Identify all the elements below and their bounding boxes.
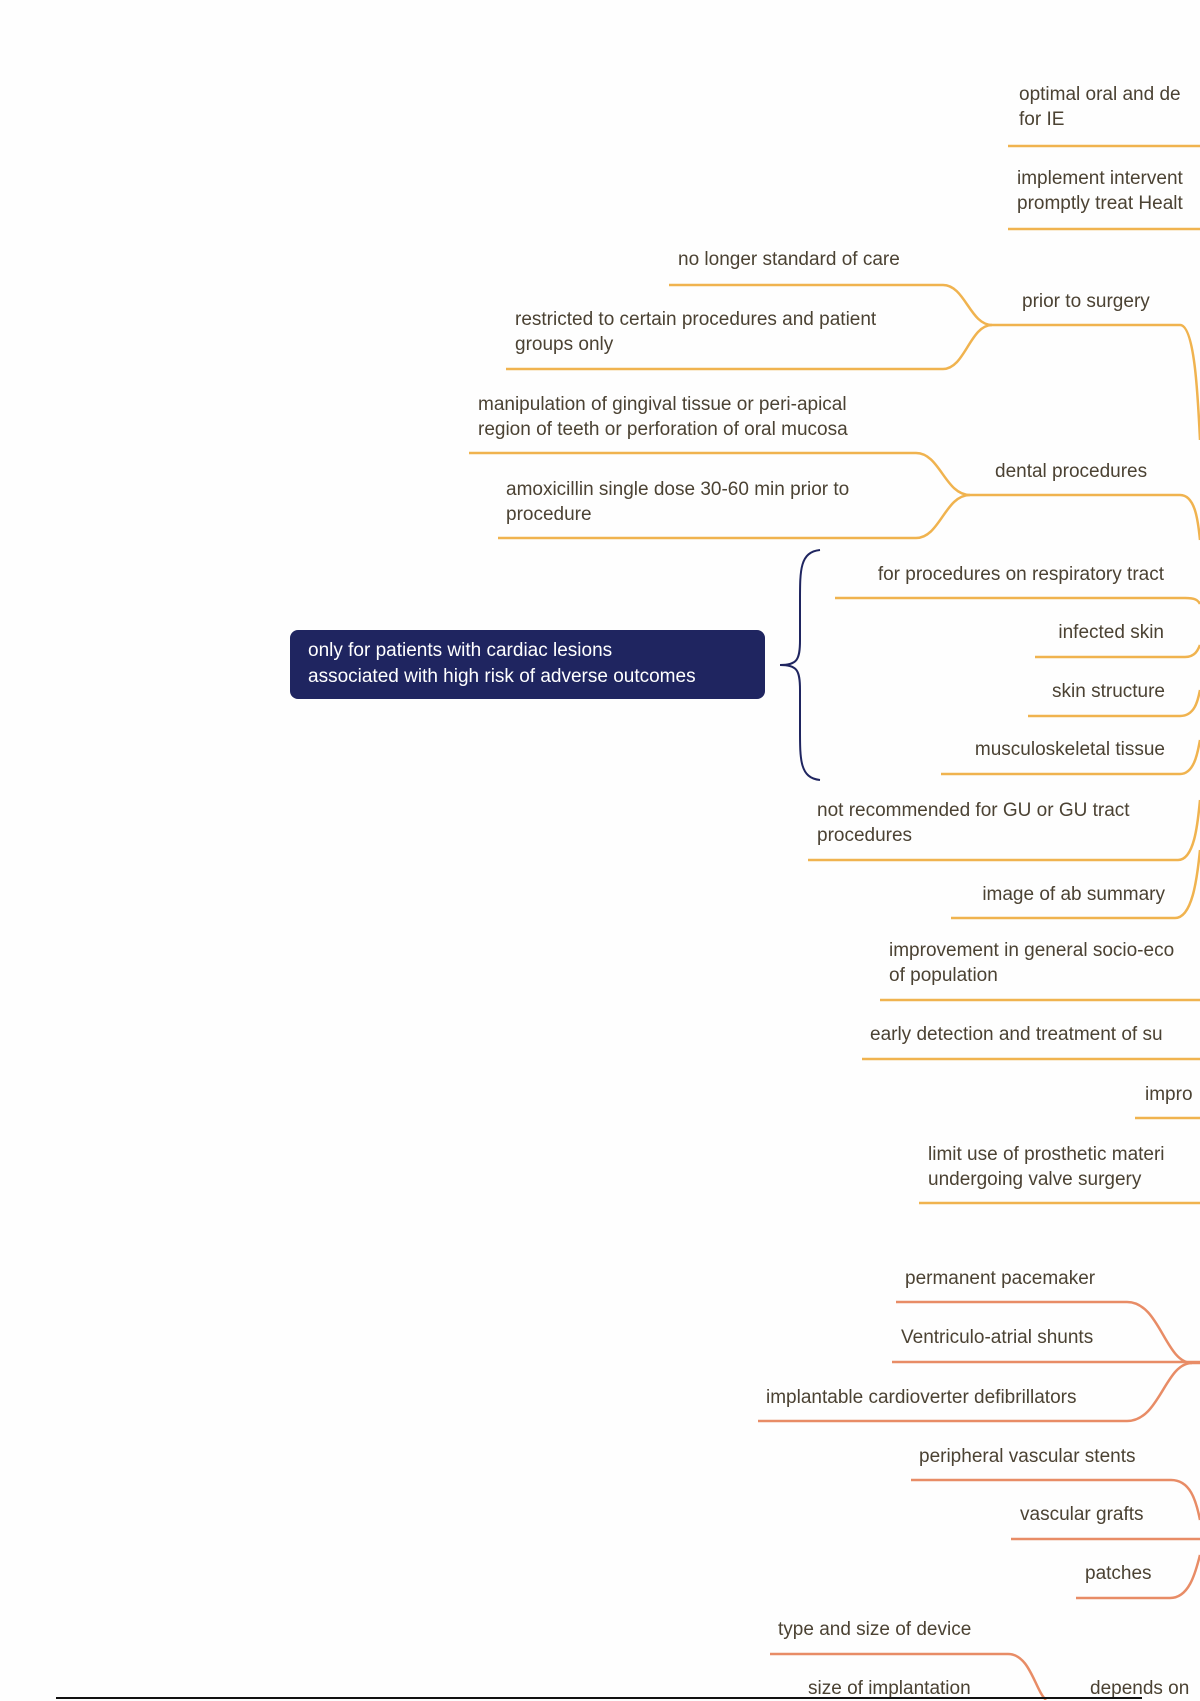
node-text: musculoskeletal tissue <box>974 739 1165 760</box>
node-text: impro <box>1145 1084 1193 1105</box>
connector <box>835 596 1200 605</box>
node-early-detection[interactable]: early detection and treatment of su <box>870 1022 1163 1047</box>
node-manipulation-gingival[interactable]: manipulation of gingival tissue or peri-… <box>478 392 848 442</box>
connector <box>498 493 971 540</box>
node-text: prior to surgery <box>1022 291 1150 312</box>
connector <box>758 1361 1193 1423</box>
node-restricted[interactable]: restricted to certain procedures and pat… <box>515 307 876 357</box>
node-text: early detection and treatment of su <box>870 1024 1163 1045</box>
node-text: vascular grafts <box>1020 1504 1144 1525</box>
node-type-size-device[interactable]: type and size of device <box>778 1617 971 1642</box>
node-text: for IE <box>1019 109 1065 130</box>
node-text: manipulation of gingival tissue or peri-… <box>478 394 847 415</box>
node-musculoskeletal[interactable]: musculoskeletal tissue <box>975 737 1165 762</box>
bottom-divider <box>56 1697 1142 1699</box>
node-ventriculo-atrial-shunts[interactable]: Ventriculo-atrial shunts <box>901 1325 1093 1350</box>
connector <box>1028 689 1200 718</box>
root-line: associated with high risk of adverse out… <box>308 666 696 687</box>
node-text: type and size of device <box>778 1619 972 1640</box>
node-amoxicillin[interactable]: amoxicillin single dose 30-60 min prior … <box>506 477 849 527</box>
node-text: peripheral vascular stents <box>919 1446 1136 1467</box>
node-text: promptly treat Healt <box>1017 193 1183 214</box>
root-node[interactable]: only for patients with cardiac lesions a… <box>290 630 765 699</box>
node-text: image of ab summary <box>982 884 1165 905</box>
node-size-implantation[interactable]: size of implantation <box>808 1676 971 1701</box>
root-line: only for patients with cardiac lesions <box>308 640 613 661</box>
node-text: procedures <box>817 825 913 846</box>
node-text: size of implantation <box>808 1678 971 1699</box>
node-text: infected skin <box>1058 622 1164 643</box>
node-implement-interventions[interactable]: implement intervent promptly treat Healt <box>1017 166 1183 216</box>
node-text: Ventriculo-atrial shunts <box>901 1327 1094 1348</box>
node-text: region of teeth or perforation of oral m… <box>478 419 848 440</box>
node-depends-on[interactable]: depends on <box>1090 1676 1189 1701</box>
node-text: dental procedures <box>995 461 1148 482</box>
connector <box>669 283 993 327</box>
node-peripheral-vascular-stents[interactable]: peripheral vascular stents <box>919 1444 1136 1469</box>
node-text: not recommended for GU or GU tract <box>817 800 1130 821</box>
node-text: optimal oral and de <box>1019 84 1181 105</box>
node-text: for procedures on respiratory tract <box>877 564 1164 585</box>
node-text: no longer standard of care <box>678 249 900 270</box>
node-text: permanent pacemaker <box>905 1268 1096 1289</box>
connector <box>951 849 1200 920</box>
node-text: groups only <box>515 334 614 355</box>
node-text: amoxicillin single dose 30-60 min prior … <box>506 479 850 500</box>
node-not-recommended-gu[interactable]: not recommended for GU or GU tract proced… <box>817 798 1130 848</box>
connector <box>970 493 1200 541</box>
node-text: limit use of prosthetic materi <box>928 1144 1165 1165</box>
node-text: depends on <box>1090 1678 1190 1699</box>
node-prior-to-surgery[interactable]: prior to surgery <box>1022 289 1150 314</box>
connector <box>992 323 1200 441</box>
connector <box>469 451 971 497</box>
node-text: procedure <box>506 504 592 525</box>
connector <box>808 799 1200 862</box>
node-infected-skin[interactable]: infected skin <box>1058 620 1164 645</box>
node-text: implantable cardioverter defibrillators <box>766 1387 1077 1408</box>
node-limit-prosthetic[interactable]: limit use of prosthetic materi undergoing… <box>928 1142 1165 1192</box>
node-no-longer-standard[interactable]: no longer standard of care <box>678 247 900 272</box>
node-text: skin structure <box>1052 681 1165 702</box>
node-patches[interactable]: patches <box>1085 1561 1152 1586</box>
node-text: of population <box>889 965 998 986</box>
node-respiratory-tract[interactable]: for procedures on respiratory tract <box>878 562 1164 587</box>
node-dental-procedures[interactable]: dental procedures <box>995 459 1147 484</box>
node-socio-economic[interactable]: improvement in general socio-eco of popul… <box>889 938 1174 988</box>
connector <box>506 323 993 371</box>
node-vascular-grafts[interactable]: vascular grafts <box>1020 1502 1144 1527</box>
node-text: patches <box>1085 1563 1152 1584</box>
node-oral-dental-hygiene[interactable]: optimal oral and de for IE <box>1019 82 1181 132</box>
node-skin-structure[interactable]: skin structure <box>1052 679 1165 704</box>
bracket <box>779 549 821 781</box>
connector <box>770 1652 1047 1700</box>
node-impro[interactable]: impro <box>1145 1082 1193 1107</box>
node-permanent-pacemaker[interactable]: permanent pacemaker <box>905 1266 1095 1291</box>
node-image-ab-summary[interactable]: image of ab summary <box>982 882 1165 907</box>
node-text: improvement in general socio-eco <box>889 940 1175 961</box>
node-text: undergoing valve surgery <box>928 1169 1142 1190</box>
connector <box>941 739 1200 776</box>
node-text: restricted to certain procedures and pat… <box>515 309 877 330</box>
node-icd[interactable]: implantable cardioverter defibrillators <box>766 1385 1076 1410</box>
connector <box>1076 1554 1200 1600</box>
node-text: implement intervent <box>1017 168 1183 189</box>
connector <box>1035 644 1200 659</box>
connector <box>911 1478 1200 1521</box>
